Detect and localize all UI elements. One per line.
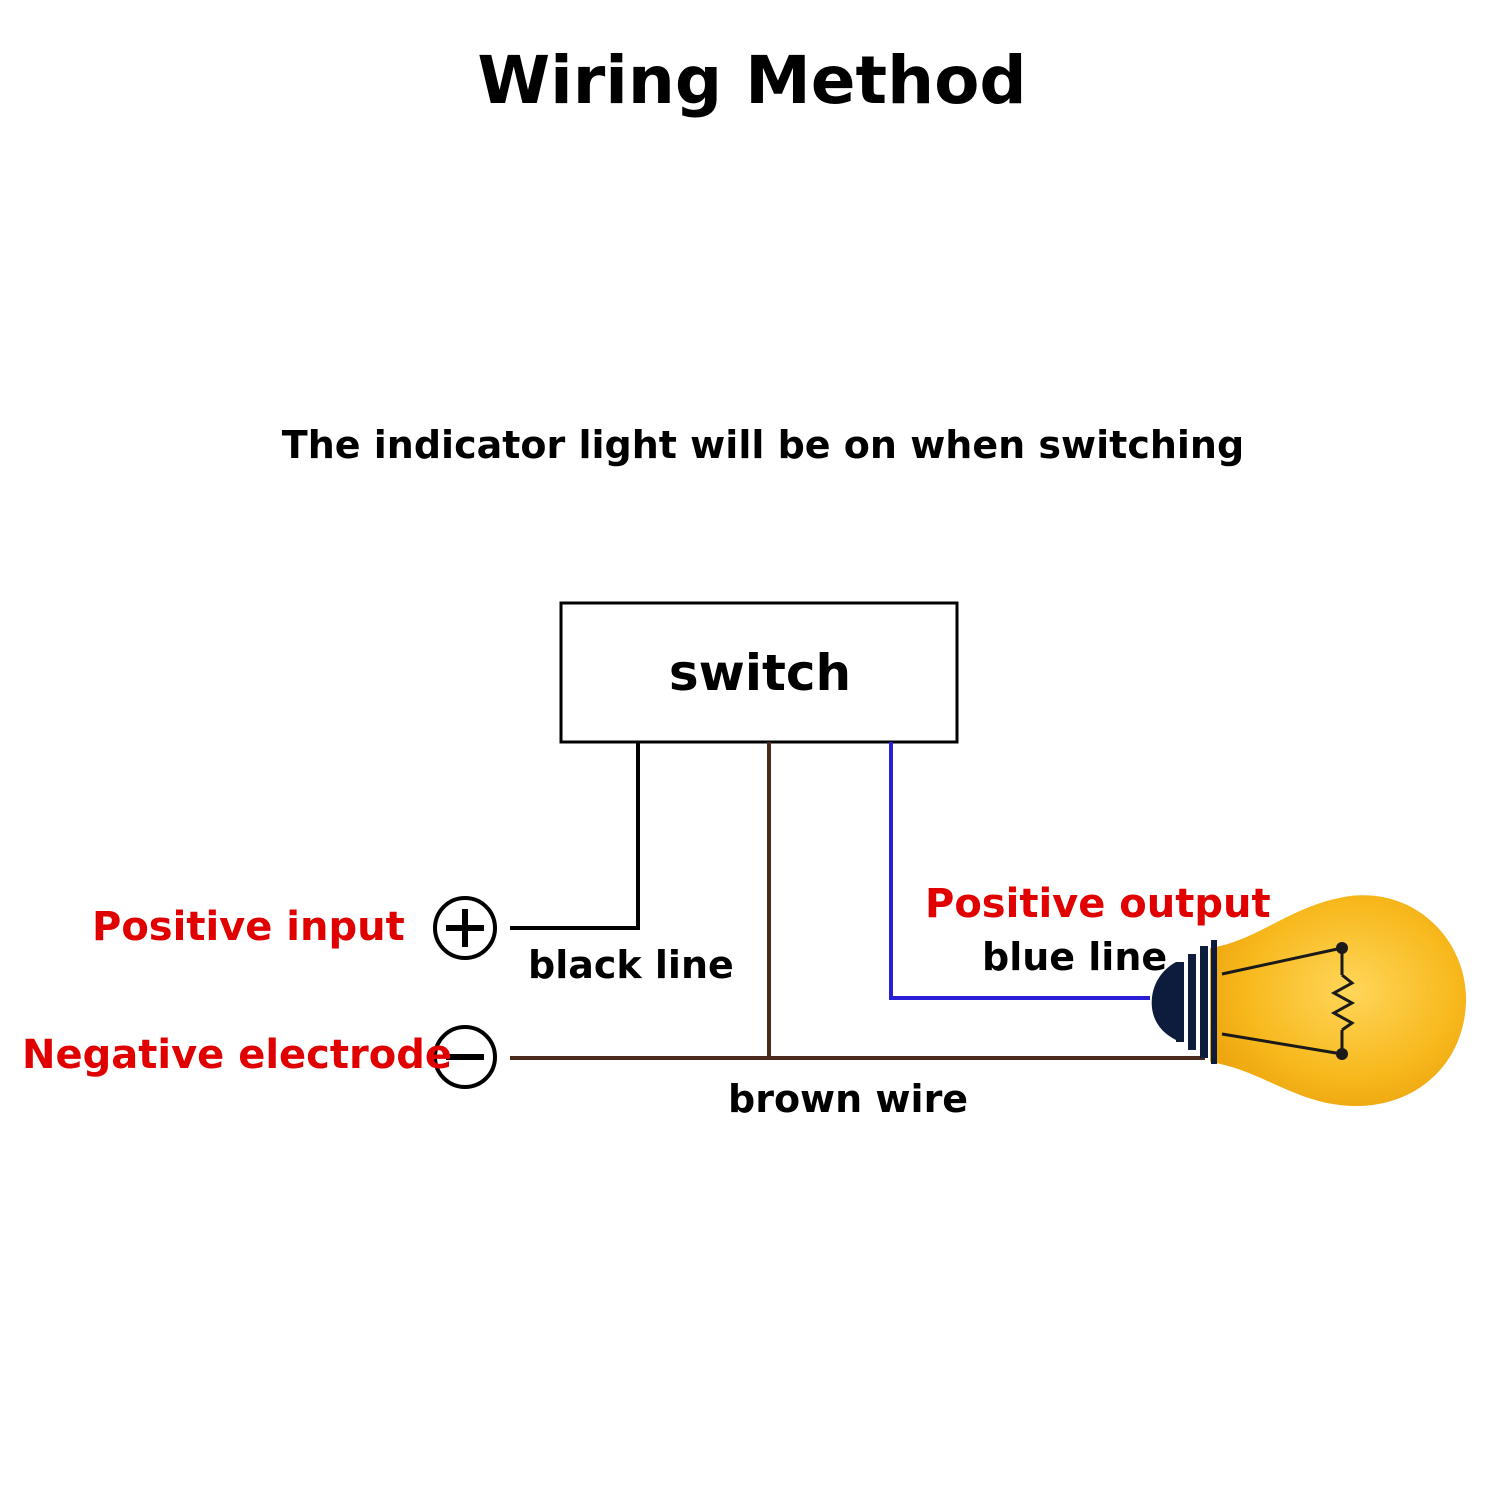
- brown-wire-label: brown wire: [728, 1077, 968, 1121]
- black-wire: [510, 742, 640, 930]
- positive-output-label: Positive output: [925, 881, 1271, 927]
- blue-wire: [889, 742, 1150, 1000]
- page-title: Wiring Method: [477, 42, 1026, 119]
- blue-wire-label: blue line: [982, 935, 1167, 979]
- positive-input-label: Positive input: [92, 904, 405, 950]
- switch-label: switch: [669, 644, 851, 702]
- page-subtitle: The indicator light will be on when swit…: [282, 423, 1244, 467]
- minus-terminal-icon: [433, 1025, 497, 1089]
- black-wire-label: black line: [528, 943, 734, 987]
- plus-terminal-icon: [433, 896, 497, 960]
- negative-electrode-label: Negative electrode: [22, 1032, 452, 1078]
- switch-box: [559, 601, 959, 744]
- light-bulb-icon: [1151, 895, 1467, 1107]
